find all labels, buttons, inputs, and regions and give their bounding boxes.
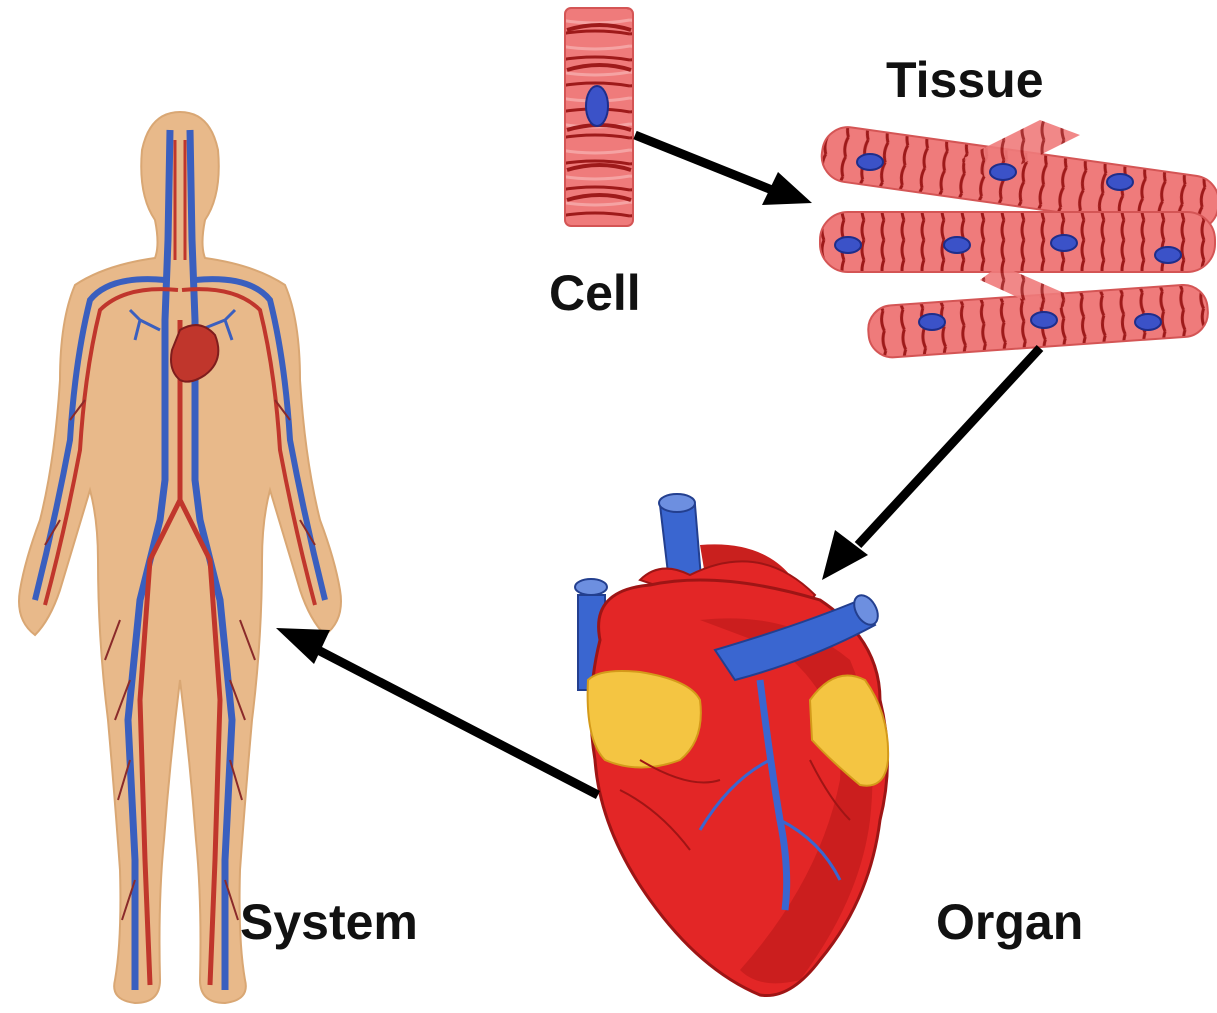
arrow-organ-to-system	[276, 628, 598, 795]
organ-label: Organ	[936, 897, 1083, 947]
circulatory-system-body-icon	[19, 112, 341, 1003]
arrow-cell-to-tissue	[635, 135, 812, 205]
cardiac-muscle-tissue-icon	[818, 120, 1217, 359]
system-label: System	[240, 897, 418, 947]
cardiac-muscle-cell-icon	[565, 8, 633, 226]
arrow-tissue-to-organ	[822, 348, 1040, 580]
cell-label: Cell	[549, 268, 641, 318]
tissue-label: Tissue	[886, 55, 1044, 105]
